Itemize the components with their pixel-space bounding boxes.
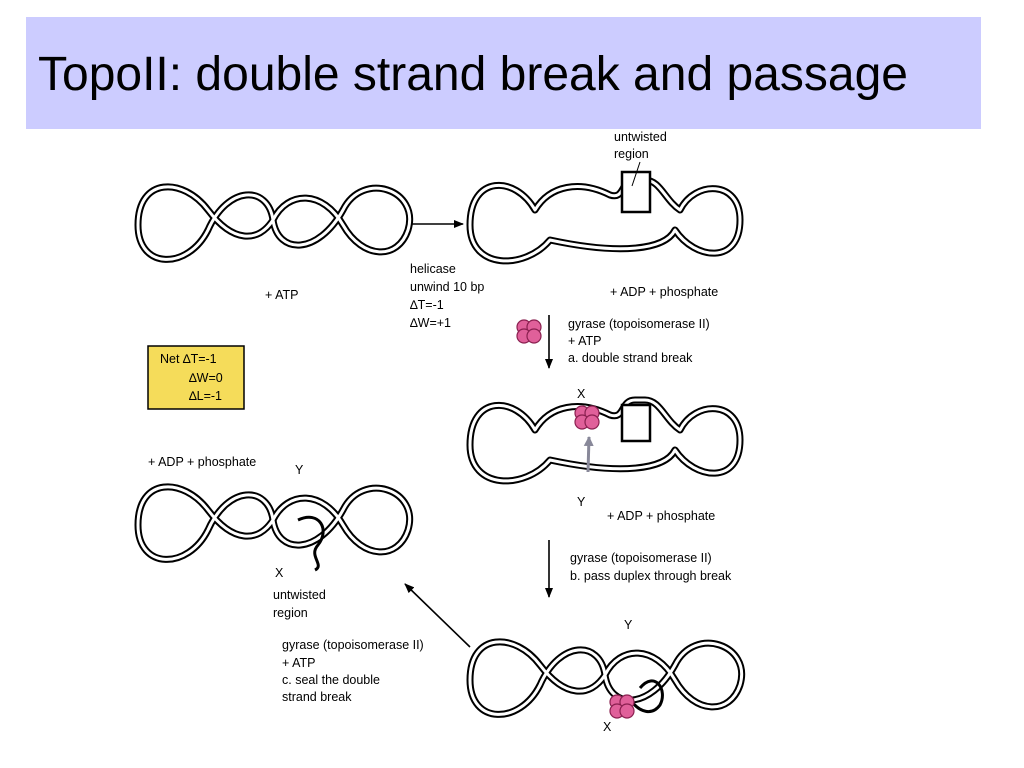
step3-x-label: X	[577, 387, 586, 401]
slide-title: TopoII: double strand break and passage	[38, 48, 908, 101]
gyrase-b-line2: b. pass duplex through break	[570, 569, 732, 583]
gyrase-enzyme-legend	[516, 319, 542, 344]
step5-y-label: Y	[295, 463, 304, 477]
untwisted-region-step5	[297, 515, 325, 572]
arrow-gyrase-c	[404, 583, 471, 648]
step5-untwisted-label-1: untwisted	[273, 588, 326, 602]
passage-arrow	[583, 436, 594, 473]
gyrase-c-line1: gyrase (topoisomerase II)	[282, 638, 424, 652]
helicase-dw-label: ∆W=+1	[410, 316, 451, 330]
step5-products-label: + ADP + phosphate	[148, 455, 256, 469]
untwisted-label-1: untwisted	[614, 130, 667, 144]
untwisted-label-2: region	[614, 147, 649, 161]
duplex-step2	[470, 180, 740, 261]
net-dt-label: Net ∆T=-1	[160, 352, 217, 366]
duplex-step5	[138, 487, 410, 560]
net-change-box	[147, 345, 245, 410]
untwisted-bubble-step2	[620, 170, 652, 214]
gyrase-a-line3: a. double strand break	[568, 351, 693, 365]
title-bar: TopoII: double strand break and passage	[26, 17, 981, 129]
duplex-step4	[470, 642, 742, 715]
step3-y-label: Y	[577, 495, 586, 509]
step5-untwisted-label-2: region	[273, 606, 308, 620]
step5-x-label: X	[275, 566, 284, 580]
gyrase-enzyme-step4	[609, 694, 635, 719]
gyrase-c-line3: c. seal the double	[282, 673, 380, 687]
duplex-step3	[470, 400, 740, 481]
step3-products-label: + ADP + phosphate	[607, 509, 715, 523]
untwisted-pointer	[631, 161, 641, 187]
gyrase-c-line2: + ATP	[282, 656, 315, 670]
step1-atp-label: + ATP	[265, 288, 298, 302]
gyrase-a-line1: gyrase (topoisomerase II)	[568, 317, 710, 331]
step4-y-label: Y	[624, 618, 633, 632]
untwisted-bubble-step3	[620, 403, 652, 443]
net-dw-label: ∆W=0	[189, 371, 223, 385]
net-dl-label: ∆L=-1	[189, 389, 222, 403]
gyrase-a-line2: + ATP	[568, 334, 601, 348]
step4-x-label: X	[603, 720, 612, 734]
gyrase-enzyme-step3	[574, 405, 600, 430]
helicase-unwind-label: unwind 10 bp	[410, 280, 484, 294]
duplex-step1	[138, 187, 410, 260]
step2-products-label: + ADP + phosphate	[610, 285, 718, 299]
gyrase-c-line4: strand break	[282, 690, 352, 704]
passed-duplex-step4	[630, 679, 664, 714]
gyrase-b-line1: gyrase (topoisomerase II)	[570, 551, 712, 565]
helicase-label: helicase	[410, 262, 456, 276]
helicase-dt-label: ∆T=-1	[410, 298, 444, 312]
